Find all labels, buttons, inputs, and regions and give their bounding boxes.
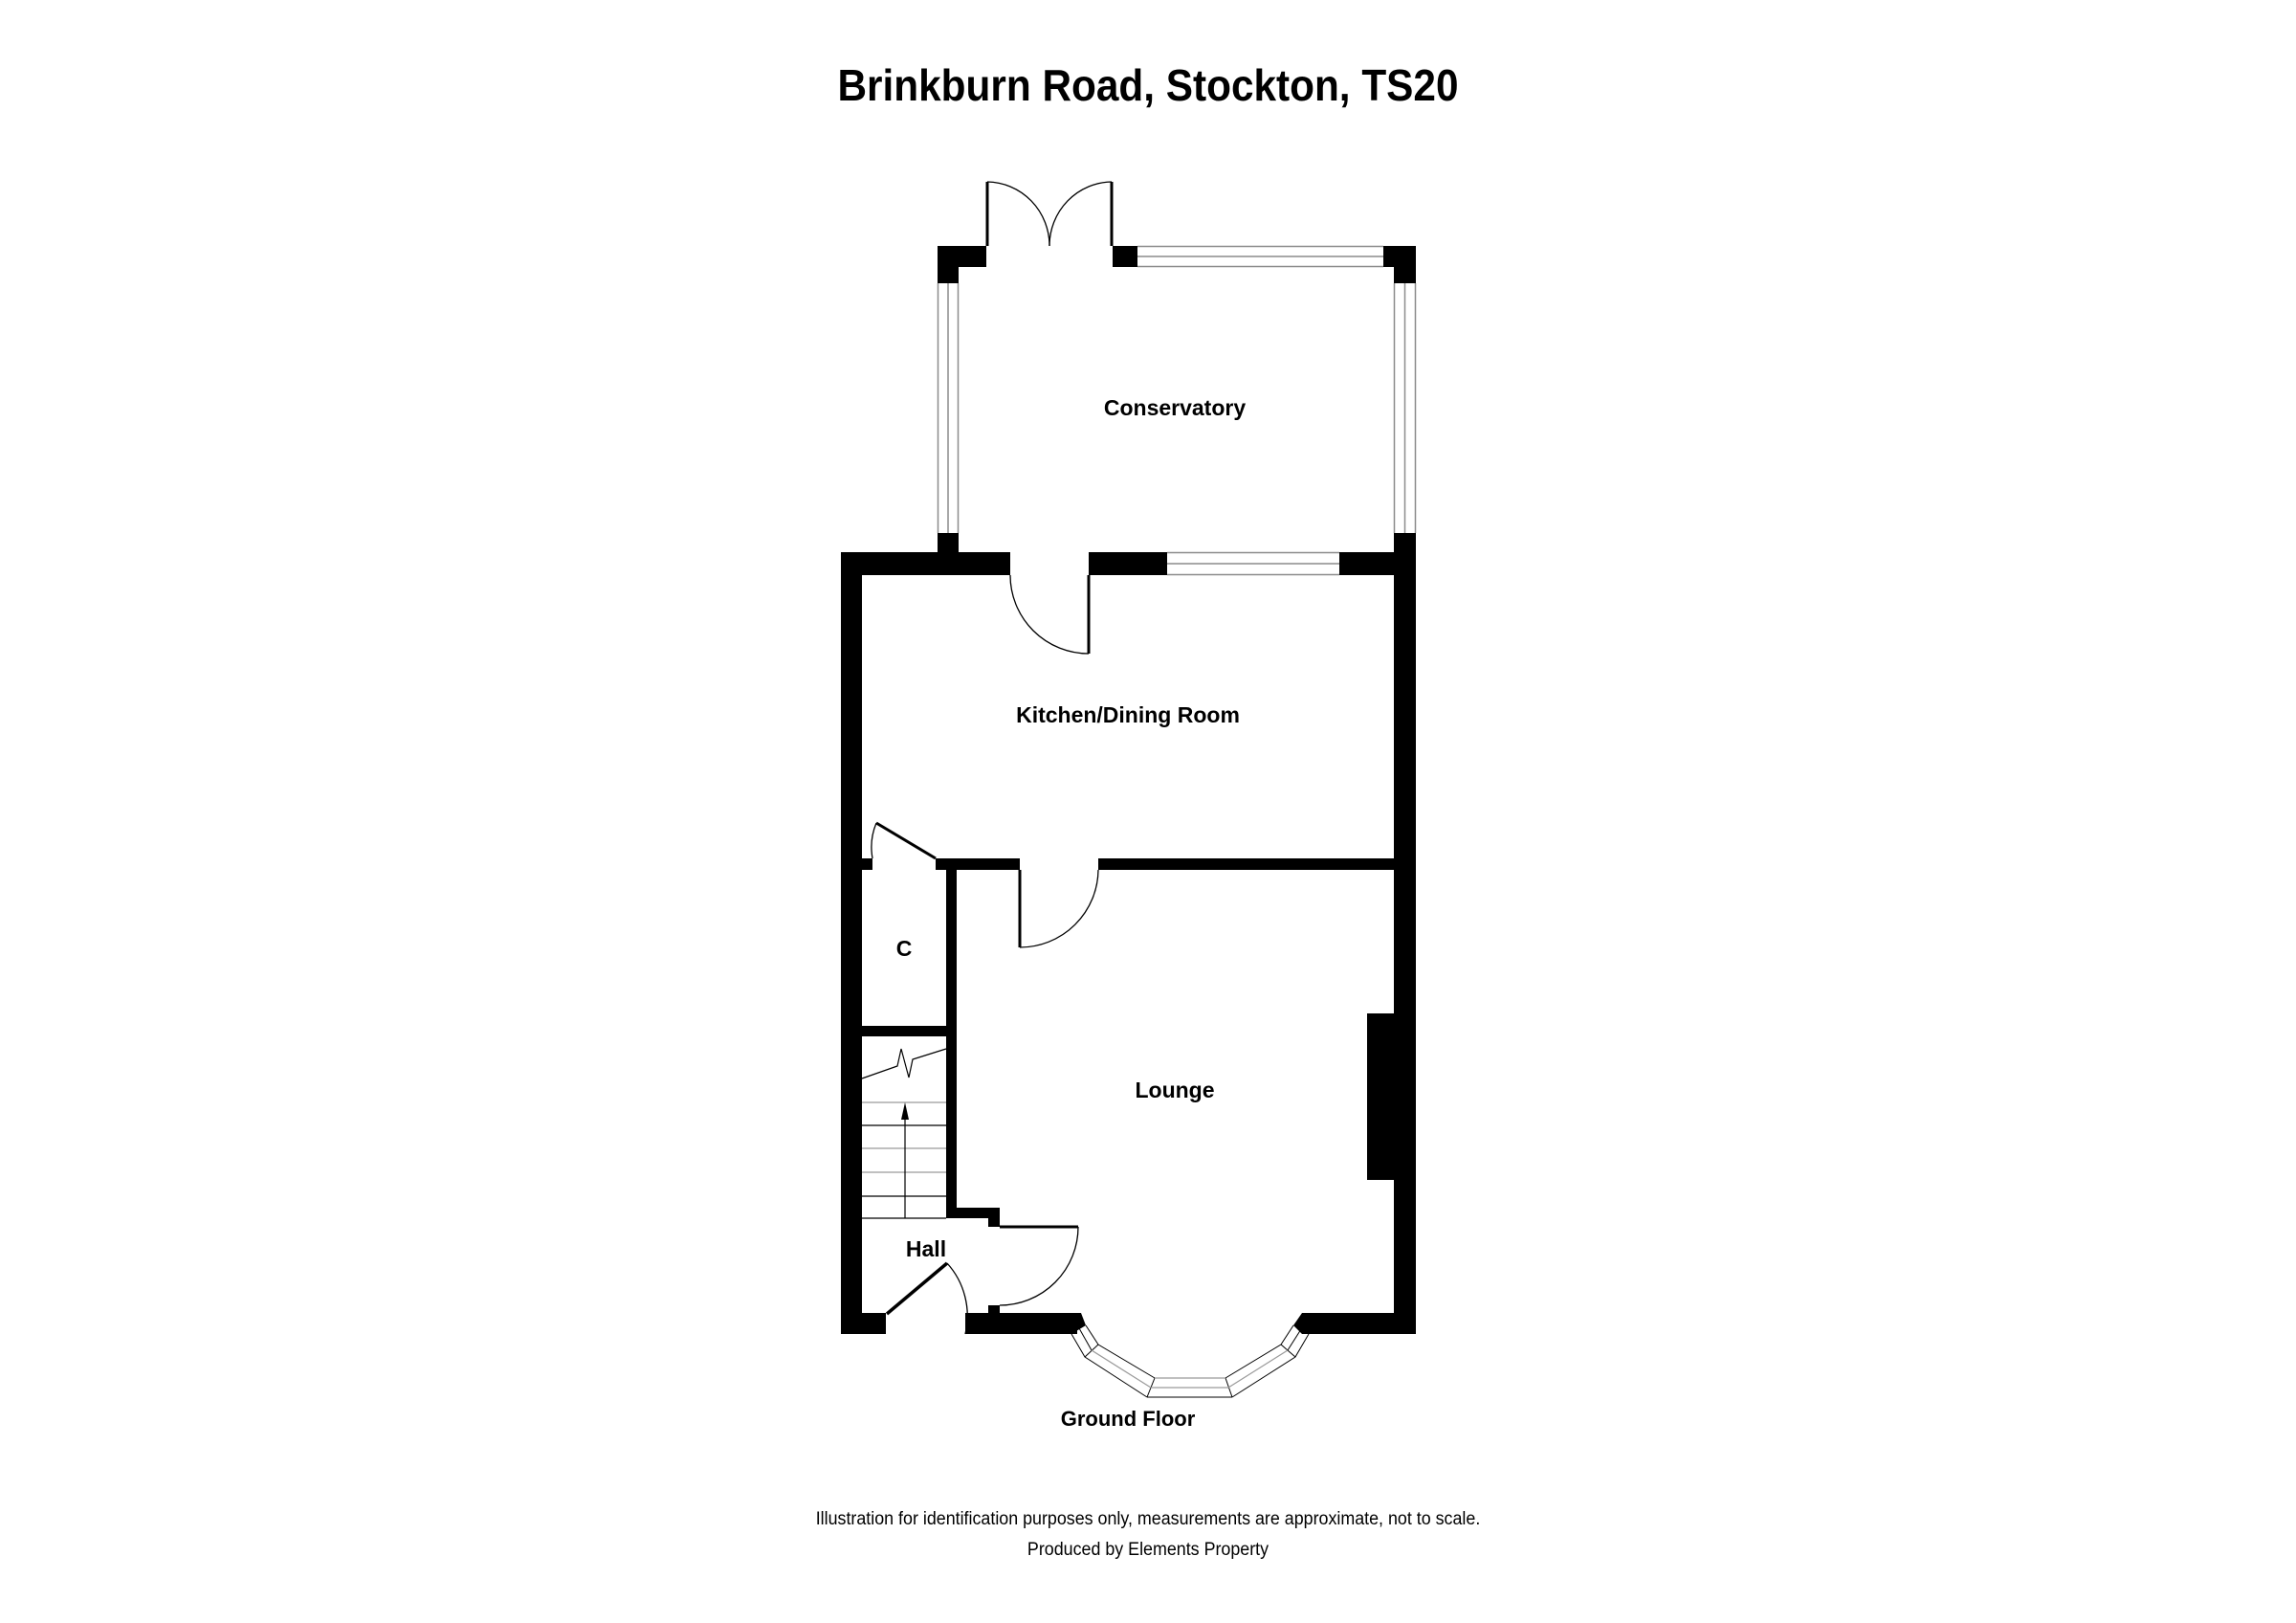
wall	[938, 533, 959, 554]
conservatory: Conservatory	[937, 181, 1417, 554]
window	[937, 283, 960, 533]
internal-walls	[862, 858, 1394, 1315]
floor-label: Ground Floor	[1061, 1407, 1196, 1431]
wall	[1113, 246, 1137, 267]
door-icon	[871, 821, 937, 860]
door-icon	[1009, 574, 1091, 655]
outer-walls	[841, 552, 1416, 1334]
wall	[938, 246, 959, 283]
french-door-icon	[985, 181, 1114, 247]
room-label-hall: Hall	[906, 1236, 946, 1261]
room-label-lounge: Lounge	[1135, 1078, 1214, 1102]
disclaimer-text: Illustration for identification purposes…	[815, 1509, 1481, 1529]
room-label-kitchen: Kitchen/Dining Room	[1016, 702, 1240, 727]
front-door-icon	[885, 1261, 968, 1335]
window	[1167, 551, 1339, 576]
staircase	[861, 1048, 947, 1219]
arrow-up-icon	[901, 1102, 909, 1120]
room-label-conservatory: Conservatory	[1104, 395, 1246, 420]
credit-text: Produced by Elements Property	[1027, 1540, 1269, 1560]
window	[1393, 283, 1417, 533]
room-label-cupboard: C	[896, 936, 913, 961]
window	[1137, 245, 1383, 268]
door-icon	[999, 1225, 1079, 1306]
wall	[1394, 533, 1416, 554]
wall	[1394, 246, 1416, 283]
door-icon	[1018, 869, 1099, 948]
bay-window	[1068, 1313, 1310, 1398]
page-title: Brinkburn Road, Stockton, TS20	[837, 60, 1459, 110]
